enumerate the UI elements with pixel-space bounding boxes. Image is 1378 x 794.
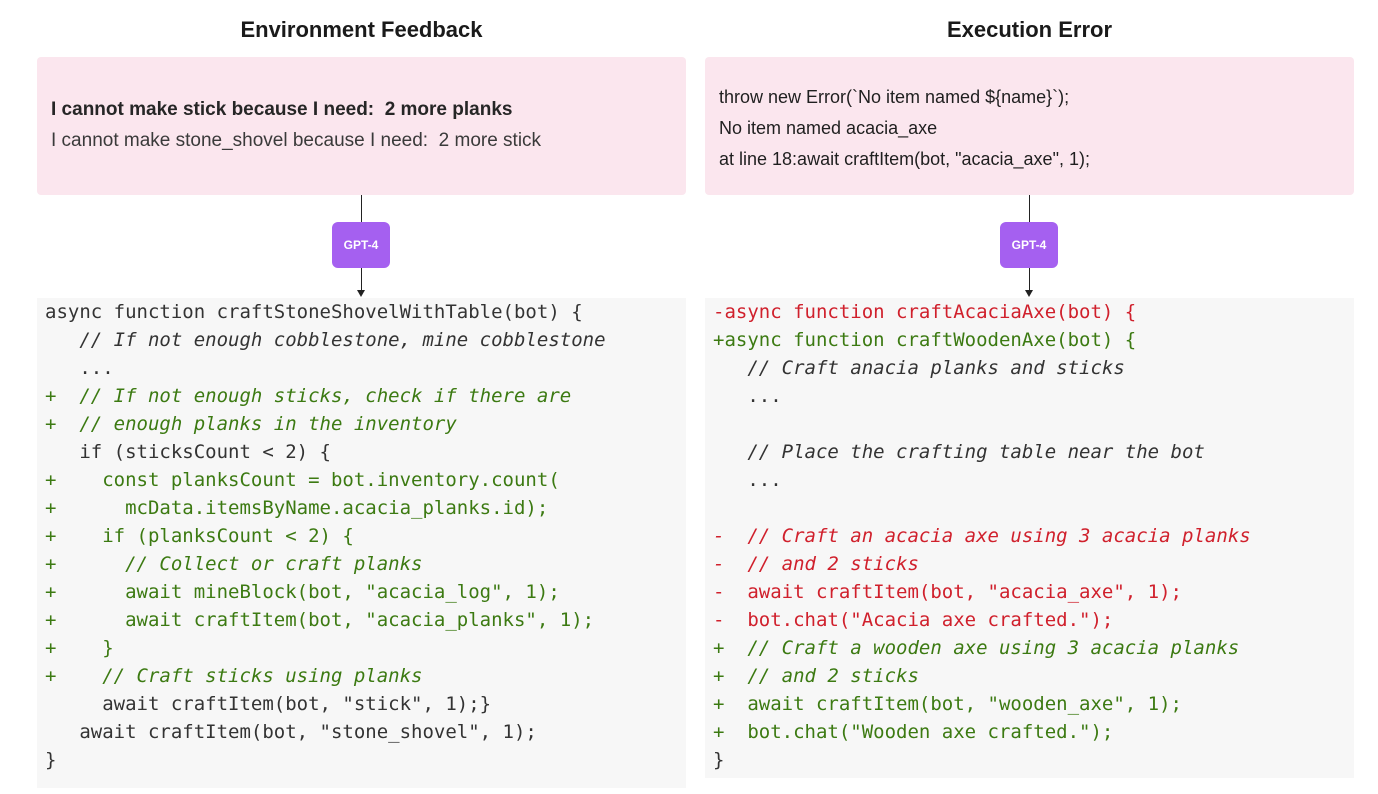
right-code-line: - // and 2 sticks bbox=[713, 553, 919, 575]
right-connector-top bbox=[1029, 195, 1030, 222]
feedback-line-1: I cannot make stick because I need: 2 mo… bbox=[51, 99, 513, 120]
right-code-line: ... bbox=[713, 385, 782, 407]
right-code-line: + bot.chat("Wooden axe crafted."); bbox=[713, 721, 1114, 743]
right-code-block: -async function craftAcaciaAxe(bot) { +as… bbox=[705, 298, 1354, 778]
right-code-line: + await craftItem(bot, "wooden_axe", 1); bbox=[713, 693, 1182, 715]
left-code-line: + // Collect or craft planks bbox=[45, 553, 423, 575]
right-code-line: - // Craft an acacia axe using 3 acacia … bbox=[713, 525, 1251, 547]
left-code-line: + // If not enough sticks, check if ther… bbox=[45, 385, 572, 407]
left-code-line: + } bbox=[45, 637, 114, 659]
left-connector-bottom bbox=[361, 268, 362, 291]
error-line-1: throw new Error(`No item named ${name}`)… bbox=[719, 87, 1070, 107]
left-code-line: + const planksCount = bot.inventory.coun… bbox=[45, 469, 560, 491]
right-code-line: +async function craftWoodenAxe(bot) { bbox=[713, 329, 1137, 351]
right-connector-bottom bbox=[1029, 268, 1030, 291]
left-title: Environment Feedback bbox=[240, 17, 483, 42]
right-code-line: - bot.chat("Acacia axe crafted."); bbox=[713, 609, 1114, 631]
left-code-line: + await craftItem(bot, "acacia_planks", … bbox=[45, 609, 595, 631]
right-code-line: + // Craft a wooden axe using 3 acacia p… bbox=[713, 637, 1240, 659]
left-gpt4-badge: GPT-4 bbox=[332, 222, 390, 268]
left-code-line: async function craftStoneShovelWithTable… bbox=[45, 301, 583, 323]
left-code-block: async function craftStoneShovelWithTable… bbox=[37, 298, 686, 788]
error-line-2: No item named acacia_axe bbox=[719, 118, 938, 138]
left-code-line: + mcData.itemsByName.acacia_planks.id); bbox=[45, 497, 549, 519]
left-code-line: + if (planksCount < 2) { bbox=[45, 525, 354, 547]
right-gpt4-badge: GPT-4 bbox=[1000, 222, 1058, 268]
left-code-line: + await mineBlock(bot, "acacia_log", 1); bbox=[45, 581, 560, 603]
right-title: Execution Error bbox=[946, 17, 1113, 42]
left-arrow-head bbox=[357, 290, 365, 297]
left-connector-top bbox=[361, 195, 362, 222]
left-code-line: } bbox=[45, 749, 57, 771]
left-code-line: + // enough planks in the inventory bbox=[45, 413, 457, 435]
right-code-line: // Craft anacia planks and sticks bbox=[713, 357, 1125, 379]
feedback-line-2: I cannot make stone_shovel because I nee… bbox=[51, 130, 542, 151]
right-code-line: -async function craftAcaciaAxe(bot) { bbox=[713, 301, 1137, 323]
environment-feedback-box: I cannot make stick because I need: 2 mo… bbox=[37, 57, 686, 195]
left-code-line: ... bbox=[45, 357, 114, 379]
left-code-line: + // Craft sticks using planks bbox=[45, 665, 423, 687]
right-arrow-head bbox=[1025, 290, 1033, 297]
execution-error-box: throw new Error(`No item named ${name}`)… bbox=[705, 57, 1354, 195]
left-code-line: // If not enough cobblestone, mine cobbl… bbox=[45, 329, 606, 351]
left-code-line: await craftItem(bot, "stone_shovel", 1); bbox=[45, 721, 537, 743]
error-line-3: at line 18:await craftItem(bot, "acacia_… bbox=[719, 149, 1090, 169]
right-code-line: + // and 2 sticks bbox=[713, 665, 919, 687]
right-code-line: ... bbox=[713, 469, 782, 491]
left-code-line: if (sticksCount < 2) { bbox=[45, 441, 331, 463]
right-code-line: - await craftItem(bot, "acacia_axe", 1); bbox=[713, 581, 1182, 603]
right-code-line: // Place the crafting table near the bot bbox=[713, 441, 1205, 463]
left-code-line: await craftItem(bot, "stick", 1);} bbox=[45, 693, 492, 715]
right-code-line: } bbox=[713, 749, 725, 771]
